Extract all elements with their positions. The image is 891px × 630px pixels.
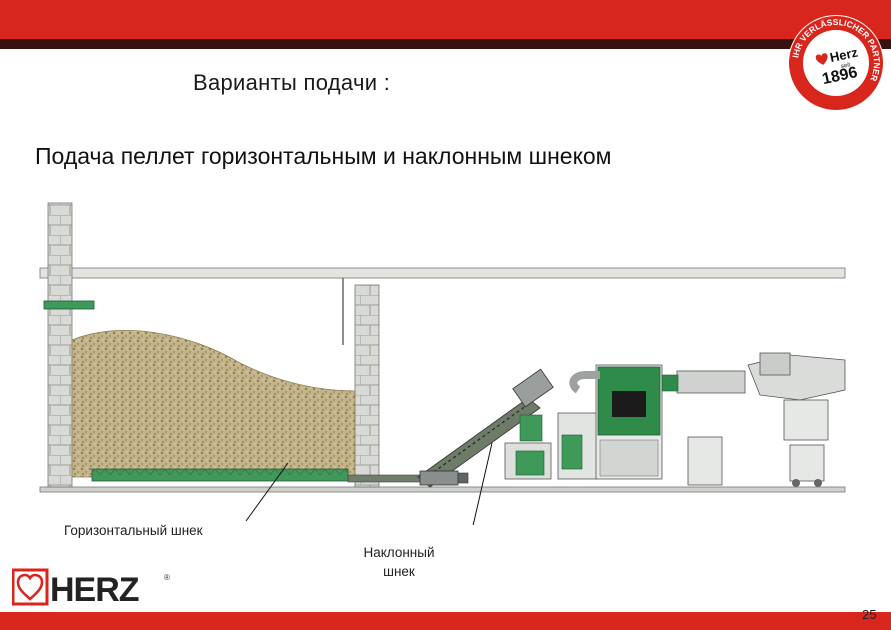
page-number: 25 bbox=[862, 607, 877, 622]
filling-pipe bbox=[43, 300, 95, 310]
inclined-auger-text-line1: Наклонный bbox=[363, 545, 435, 560]
herz-logo: HERZ ® bbox=[12, 568, 170, 608]
top-red-bar bbox=[0, 0, 891, 43]
partition-wall bbox=[354, 284, 380, 488]
registered-mark: ® bbox=[164, 573, 170, 582]
left-brick-wall bbox=[47, 202, 73, 488]
herz-wordmark: HERZ bbox=[50, 571, 139, 608]
bottom-red-bar bbox=[0, 612, 891, 630]
slide-subtitle: Подача пеллет горизонтальным и наклонным… bbox=[35, 143, 612, 169]
seal-brand: Herz bbox=[828, 44, 859, 65]
inclined-callout-line bbox=[472, 442, 493, 525]
top-bar-shadow bbox=[0, 39, 891, 49]
floor bbox=[39, 486, 846, 493]
inclined-auger bbox=[417, 368, 554, 488]
horizontal-auger-label: Горизонтальный шнек bbox=[64, 521, 203, 540]
buffer-tank bbox=[687, 436, 723, 486]
inclined-auger-label: Наклонный шнек bbox=[352, 543, 446, 581]
seal-since: seit bbox=[841, 62, 852, 70]
ceiling-slab bbox=[39, 267, 846, 279]
horizontal-callout-line bbox=[245, 462, 289, 522]
pellet-pile bbox=[71, 330, 356, 478]
pellet-feed-illustration bbox=[39, 202, 846, 525]
horizontal-auger-text: Горизонтальный шнек bbox=[64, 523, 203, 538]
heart-logo-icon bbox=[16, 573, 44, 601]
slide-title: Варианты подачи : bbox=[193, 70, 391, 95]
inclined-auger-text-line2: шнек bbox=[383, 564, 415, 579]
exhaust-unit bbox=[747, 352, 846, 487]
boiler bbox=[519, 364, 663, 480]
herz-seal-icon: IHR VERLÄSSLICHER PARTNER Herz seit 1896 bbox=[788, 15, 884, 111]
flue-pipe bbox=[676, 370, 746, 394]
